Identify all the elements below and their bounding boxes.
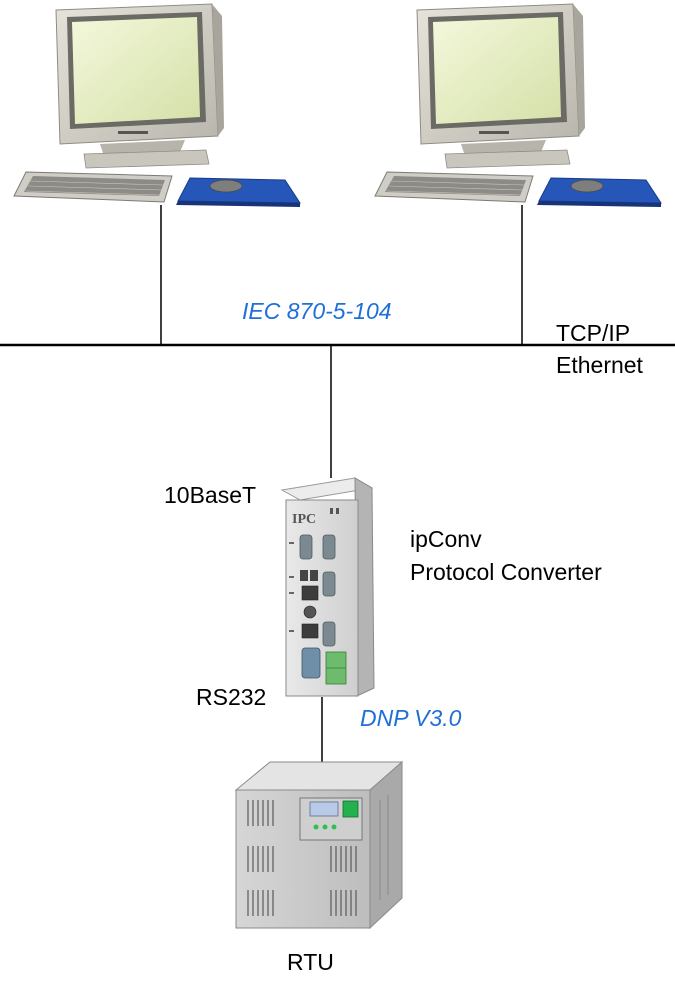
connection-lines xyxy=(0,205,675,765)
workstation-1-icon xyxy=(13,3,301,207)
workstation-2-icon xyxy=(374,3,662,207)
com-port-2 xyxy=(322,534,336,560)
rtu-cabinet-icon xyxy=(234,760,404,930)
dnp-protocol-label: DNP V3.0 xyxy=(360,705,462,731)
com-port-1 xyxy=(299,534,313,560)
tcpip-label: TCP/IP xyxy=(556,320,631,346)
ethernet-port-2 xyxy=(301,623,319,639)
10baset-port-label: 10BaseT xyxy=(164,482,257,508)
rtu-label: RTU xyxy=(287,949,334,975)
vga-port xyxy=(301,647,321,679)
rtu-vents xyxy=(247,800,357,916)
ipc-logo: IPC xyxy=(292,512,316,527)
protocol-converter-icon: IPC xyxy=(280,477,375,697)
iec-protocol-label: IEC 870-5-104 xyxy=(242,298,392,324)
converter-description-label: Protocol Converter xyxy=(410,559,602,585)
com-port-3 xyxy=(322,571,336,597)
converter-name-label: ipConv xyxy=(410,526,482,552)
ethernet-label: Ethernet xyxy=(556,352,643,378)
rs232-port-label: RS232 xyxy=(196,684,267,710)
ethernet-port-1 xyxy=(301,585,319,601)
com-port-4 xyxy=(322,621,336,647)
